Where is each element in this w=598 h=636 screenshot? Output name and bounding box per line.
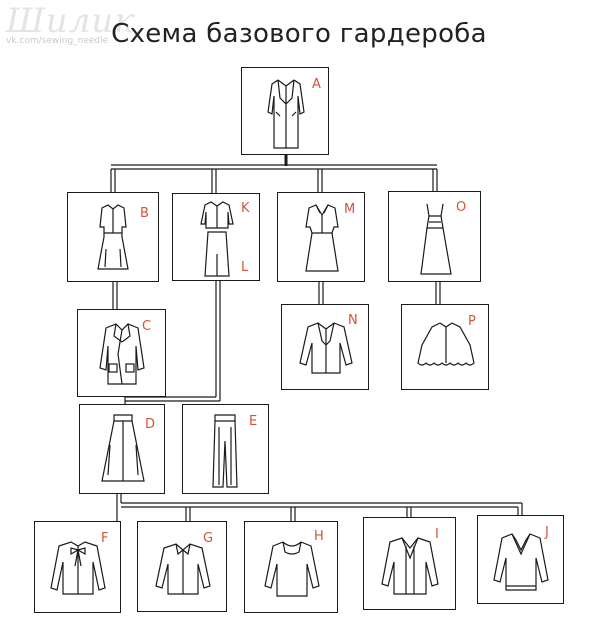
skirt-icon bbox=[101, 414, 145, 482]
box-i-letter: I bbox=[435, 527, 439, 542]
box-h-letter: H bbox=[314, 529, 324, 544]
box-d: D bbox=[79, 404, 165, 494]
bow-blouse-icon bbox=[50, 541, 106, 595]
collar-sweater-icon bbox=[264, 541, 320, 597]
watermark-url: vk.com/sewing_needle bbox=[6, 36, 109, 46]
v-neck-sweater-icon bbox=[493, 533, 549, 591]
box-g: G bbox=[137, 521, 227, 612]
box-o: O bbox=[388, 191, 481, 282]
box-h: H bbox=[244, 521, 338, 613]
box-l-letter: L bbox=[241, 260, 249, 275]
trousers-icon bbox=[212, 414, 238, 488]
diagram-title: Схема базового гардероба bbox=[111, 19, 487, 49]
box-f-letter: F bbox=[101, 531, 109, 546]
box-d-letter: D bbox=[145, 417, 156, 432]
box-g-letter: G bbox=[203, 531, 214, 546]
shirt-dress-icon bbox=[305, 204, 339, 272]
twinset-icon bbox=[381, 537, 439, 595]
box-o-letter: O bbox=[456, 200, 467, 215]
box-i: I bbox=[363, 517, 456, 610]
sundress-icon bbox=[420, 203, 452, 275]
box-c: C bbox=[77, 309, 166, 397]
cardigan-icon bbox=[299, 322, 353, 374]
box-b: B bbox=[67, 192, 159, 282]
box-a: A bbox=[241, 67, 329, 155]
box-e: E bbox=[182, 404, 269, 494]
box-a-letter: A bbox=[312, 77, 321, 92]
jacket-icon bbox=[99, 323, 145, 385]
box-n-letter: N bbox=[348, 313, 358, 328]
box-j-letter: J bbox=[545, 525, 549, 540]
box-kl: K L bbox=[172, 193, 260, 281]
box-k-letter: K bbox=[241, 201, 250, 216]
box-p: P bbox=[401, 304, 489, 390]
coat-icon bbox=[267, 79, 305, 149]
box-e-letter: E bbox=[249, 414, 258, 429]
box-n: N bbox=[281, 304, 369, 390]
shirt-icon bbox=[155, 543, 211, 595]
box-p-letter: P bbox=[468, 314, 476, 329]
box-f: F bbox=[34, 521, 121, 613]
box-b-letter: B bbox=[140, 206, 149, 221]
box-j: J bbox=[477, 515, 564, 604]
dress-with-jacket-icon bbox=[97, 204, 129, 270]
box-m: M bbox=[277, 192, 365, 282]
watermark: Шилик vk.com/sewing_needle bbox=[6, 4, 136, 46]
watermark-logo: Шилик bbox=[6, 1, 136, 41]
box-c-letter: C bbox=[142, 319, 152, 334]
jacket-and-skirt-icon bbox=[200, 201, 234, 277]
cape-icon bbox=[417, 322, 475, 366]
box-m-letter: M bbox=[344, 202, 356, 217]
